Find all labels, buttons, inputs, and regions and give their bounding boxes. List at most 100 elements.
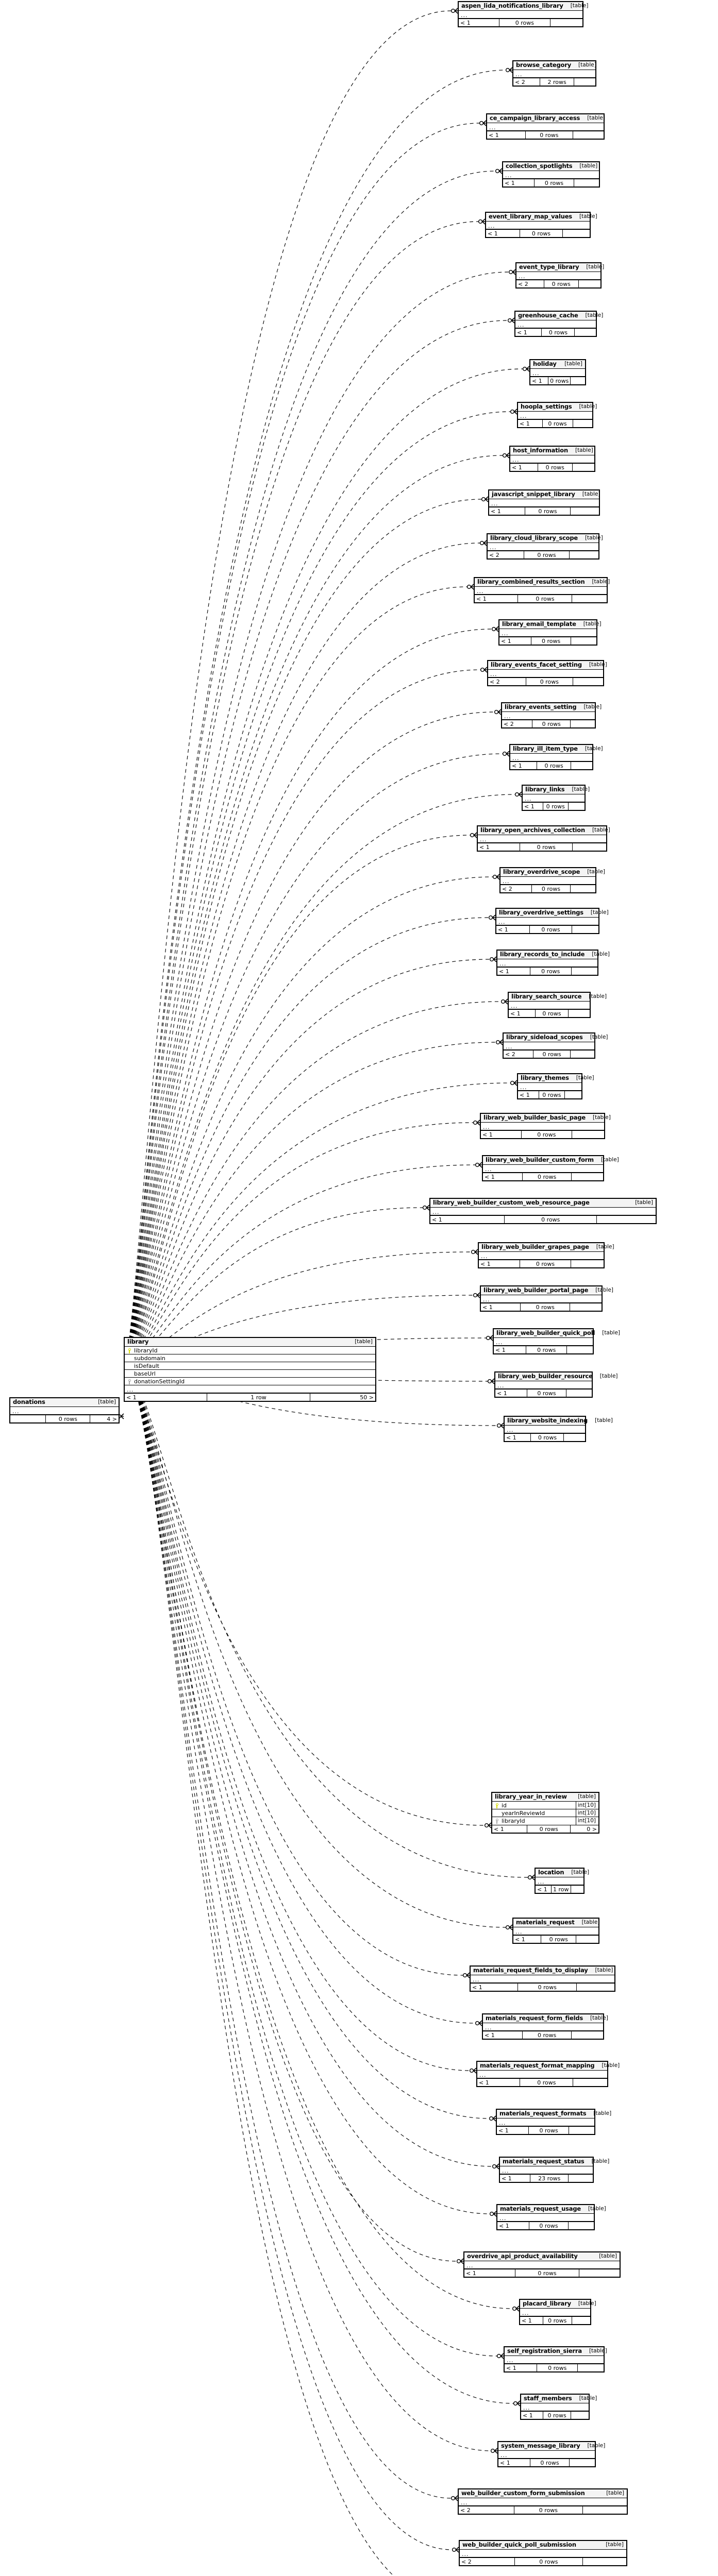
children-count[interactable] bbox=[571, 377, 585, 384]
children-count[interactable] bbox=[570, 1303, 602, 1311]
children-count[interactable] bbox=[572, 2317, 590, 2324]
parents-count[interactable]: < 1 bbox=[477, 2079, 521, 2086]
parents-count[interactable]: < 1 bbox=[125, 1394, 208, 1401]
table-node-library_web_builder_quick_poll[interactable]: library_web_builder_quick_poll[table]...… bbox=[493, 1328, 620, 1354]
children-count[interactable] bbox=[571, 1050, 594, 1058]
parents-count[interactable]: < 1 bbox=[497, 968, 531, 975]
children-count[interactable] bbox=[583, 2506, 627, 2514]
children-count[interactable] bbox=[575, 329, 596, 336]
table-node-materials_request_fields_to_display[interactable]: materials_request_fields_to_display[tabl… bbox=[470, 1965, 615, 1992]
children-count[interactable] bbox=[569, 2222, 594, 2229]
parents-count[interactable]: < 1 bbox=[499, 637, 532, 645]
table-node-overdrive_api_product_availability[interactable]: overdrive_api_product_availability[table… bbox=[463, 2251, 621, 2278]
table-node-aspen_lida_notifications_library[interactable]: aspen_lida_notifications_library[table].… bbox=[458, 1, 588, 27]
parents-count[interactable]: < 1 bbox=[471, 1984, 519, 1991]
children-count[interactable] bbox=[578, 2364, 604, 2371]
parents-count[interactable]: < 1 bbox=[497, 2127, 529, 2134]
parents-count[interactable]: < 1 bbox=[500, 2175, 531, 2182]
children-count[interactable] bbox=[571, 885, 595, 892]
parents-count[interactable]: < 2 bbox=[488, 678, 526, 685]
children-count[interactable]: 50 > bbox=[360, 1394, 374, 1401]
parents-count[interactable]: < 2 bbox=[516, 280, 544, 287]
parents-count[interactable]: < 1 bbox=[497, 2222, 529, 2229]
parents-count[interactable]: < 1 bbox=[475, 595, 519, 602]
table-node-web_builder_custom_form_submission[interactable]: web_builder_custom_form_submission[table… bbox=[458, 2488, 628, 2515]
children-count[interactable] bbox=[566, 1389, 592, 1397]
children-count[interactable] bbox=[573, 2079, 607, 2086]
parents-count[interactable]: < 1 bbox=[492, 1825, 527, 1833]
children-count[interactable] bbox=[573, 843, 606, 851]
children-count[interactable] bbox=[569, 2175, 593, 2182]
table-node-library_web_builder_grapes_page[interactable]: library_web_builder_grapes_page[table]..… bbox=[478, 1242, 614, 1268]
children-count[interactable] bbox=[571, 637, 596, 645]
parents-count[interactable]: < 1 bbox=[495, 1389, 527, 1397]
children-count[interactable] bbox=[597, 1216, 656, 1223]
table-node-library_web_builder_basic_page[interactable]: library_web_builder_basic_page[table]...… bbox=[480, 1113, 611, 1139]
children-count[interactable] bbox=[572, 926, 598, 933]
children-count[interactable]: 0 > bbox=[587, 1825, 597, 1833]
children-count[interactable] bbox=[573, 464, 594, 471]
parents-count[interactable]: < 2 bbox=[460, 2558, 515, 2565]
parents-count[interactable]: < 1 bbox=[510, 762, 538, 769]
children-count[interactable] bbox=[565, 1091, 581, 1098]
table-node-library_web_builder_resource[interactable]: library_web_builder_resource[table]...< … bbox=[494, 1371, 618, 1398]
children-count[interactable] bbox=[574, 78, 595, 86]
children-count[interactable] bbox=[583, 2558, 626, 2565]
parents-count[interactable]: < 1 bbox=[523, 803, 543, 810]
table-node-library_web_builder_custom_web_resource_page[interactable]: library_web_builder_custom_web_resource_… bbox=[429, 1198, 657, 1224]
parents-count[interactable]: < 2 bbox=[513, 78, 541, 86]
children-count[interactable] bbox=[572, 968, 597, 975]
parents-count[interactable]: < 1 bbox=[496, 926, 530, 933]
children-count[interactable] bbox=[571, 1886, 583, 1893]
parents-count[interactable]: < 1 bbox=[498, 2459, 530, 2466]
parents-count[interactable]: < 1 bbox=[513, 1936, 542, 1943]
children-count[interactable] bbox=[571, 762, 592, 769]
parents-count[interactable]: < 1 bbox=[505, 1434, 531, 1441]
children-count[interactable] bbox=[574, 179, 599, 187]
parents-count[interactable]: < 1 bbox=[530, 377, 548, 384]
table-node-library_events_facet_setting[interactable]: library_events_facet_setting[table]...< … bbox=[487, 660, 607, 686]
children-count[interactable] bbox=[573, 420, 592, 427]
children-count[interactable] bbox=[569, 803, 585, 810]
parents-count[interactable]: < 1 bbox=[481, 1131, 522, 1138]
parents-count[interactable]: < 1 bbox=[459, 19, 500, 26]
parents-count[interactable]: < 2 bbox=[504, 1050, 534, 1058]
parents-count[interactable]: < 1 bbox=[536, 1886, 552, 1893]
parents-count[interactable]: < 1 bbox=[505, 2364, 538, 2371]
children-count[interactable] bbox=[577, 1984, 614, 1991]
parents-count[interactable]: < 1 bbox=[481, 1303, 521, 1311]
children-count[interactable] bbox=[570, 2459, 595, 2466]
parents-count[interactable]: < 1 bbox=[520, 2317, 543, 2324]
parents-count[interactable]: < 1 bbox=[478, 843, 521, 851]
parents-count[interactable]: < 1 bbox=[503, 179, 535, 187]
parents-count[interactable]: < 1 bbox=[430, 1216, 505, 1223]
children-count[interactable] bbox=[569, 2127, 594, 2134]
parents-count[interactable]: < 2 bbox=[488, 551, 524, 558]
children-count[interactable] bbox=[572, 595, 607, 602]
parents-count[interactable] bbox=[10, 1415, 46, 1422]
children-count[interactable] bbox=[572, 1173, 603, 1180]
table-node-materials_request_form_fields[interactable]: materials_request_form_fields[table]...<… bbox=[482, 2013, 608, 2040]
parents-count[interactable]: < 1 bbox=[521, 2412, 544, 2419]
parents-count[interactable]: < 1 bbox=[510, 464, 538, 471]
parents-count[interactable]: < 2 bbox=[459, 2506, 514, 2514]
parents-count[interactable]: < 1 bbox=[464, 2269, 516, 2277]
